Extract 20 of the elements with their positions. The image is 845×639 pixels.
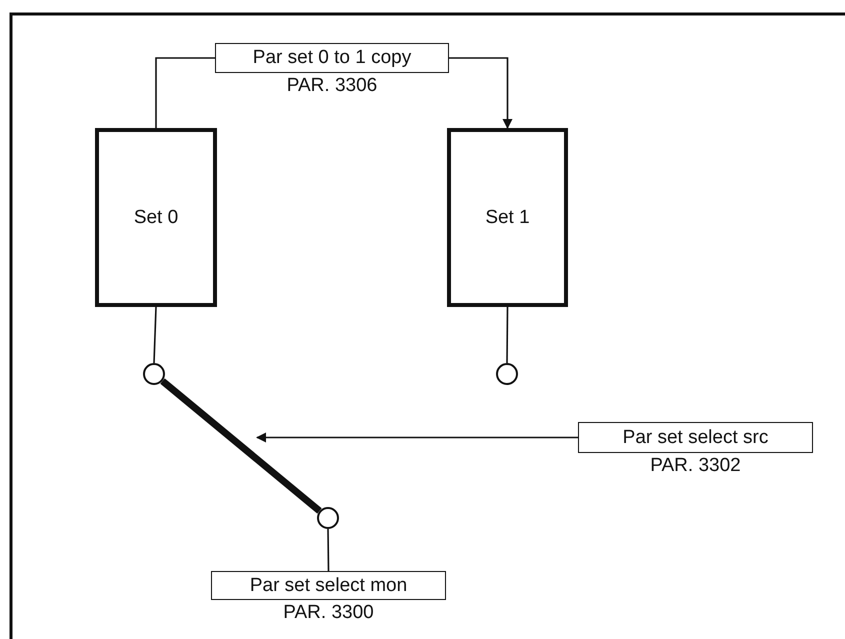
parameter-set-box [95,128,217,307]
parameter-name: Par set select mon [250,574,408,596]
parameter-number: PAR. 3306 [286,75,378,97]
arrow [449,57,512,129]
connector-line [506,307,508,363]
parameter-set-box [447,128,568,307]
parameter-name: Par set 0 to 1 copy [252,47,412,69]
parameter-name: Par set select src [622,426,768,448]
connector-line [153,306,157,364]
switch-lever [160,378,322,514]
parameter-number: PAR. 3302 [649,455,742,477]
switch-contact-circle [317,507,339,529]
switch-contact-circle [143,363,165,385]
set-name: Set 0 [134,206,178,228]
arrow [256,432,578,442]
switch-contact-circle [496,363,518,385]
connector-line [327,529,330,571]
connector-line [155,57,215,128]
set-name: Set 1 [485,206,530,228]
parameter-number: PAR. 3300 [282,602,375,624]
